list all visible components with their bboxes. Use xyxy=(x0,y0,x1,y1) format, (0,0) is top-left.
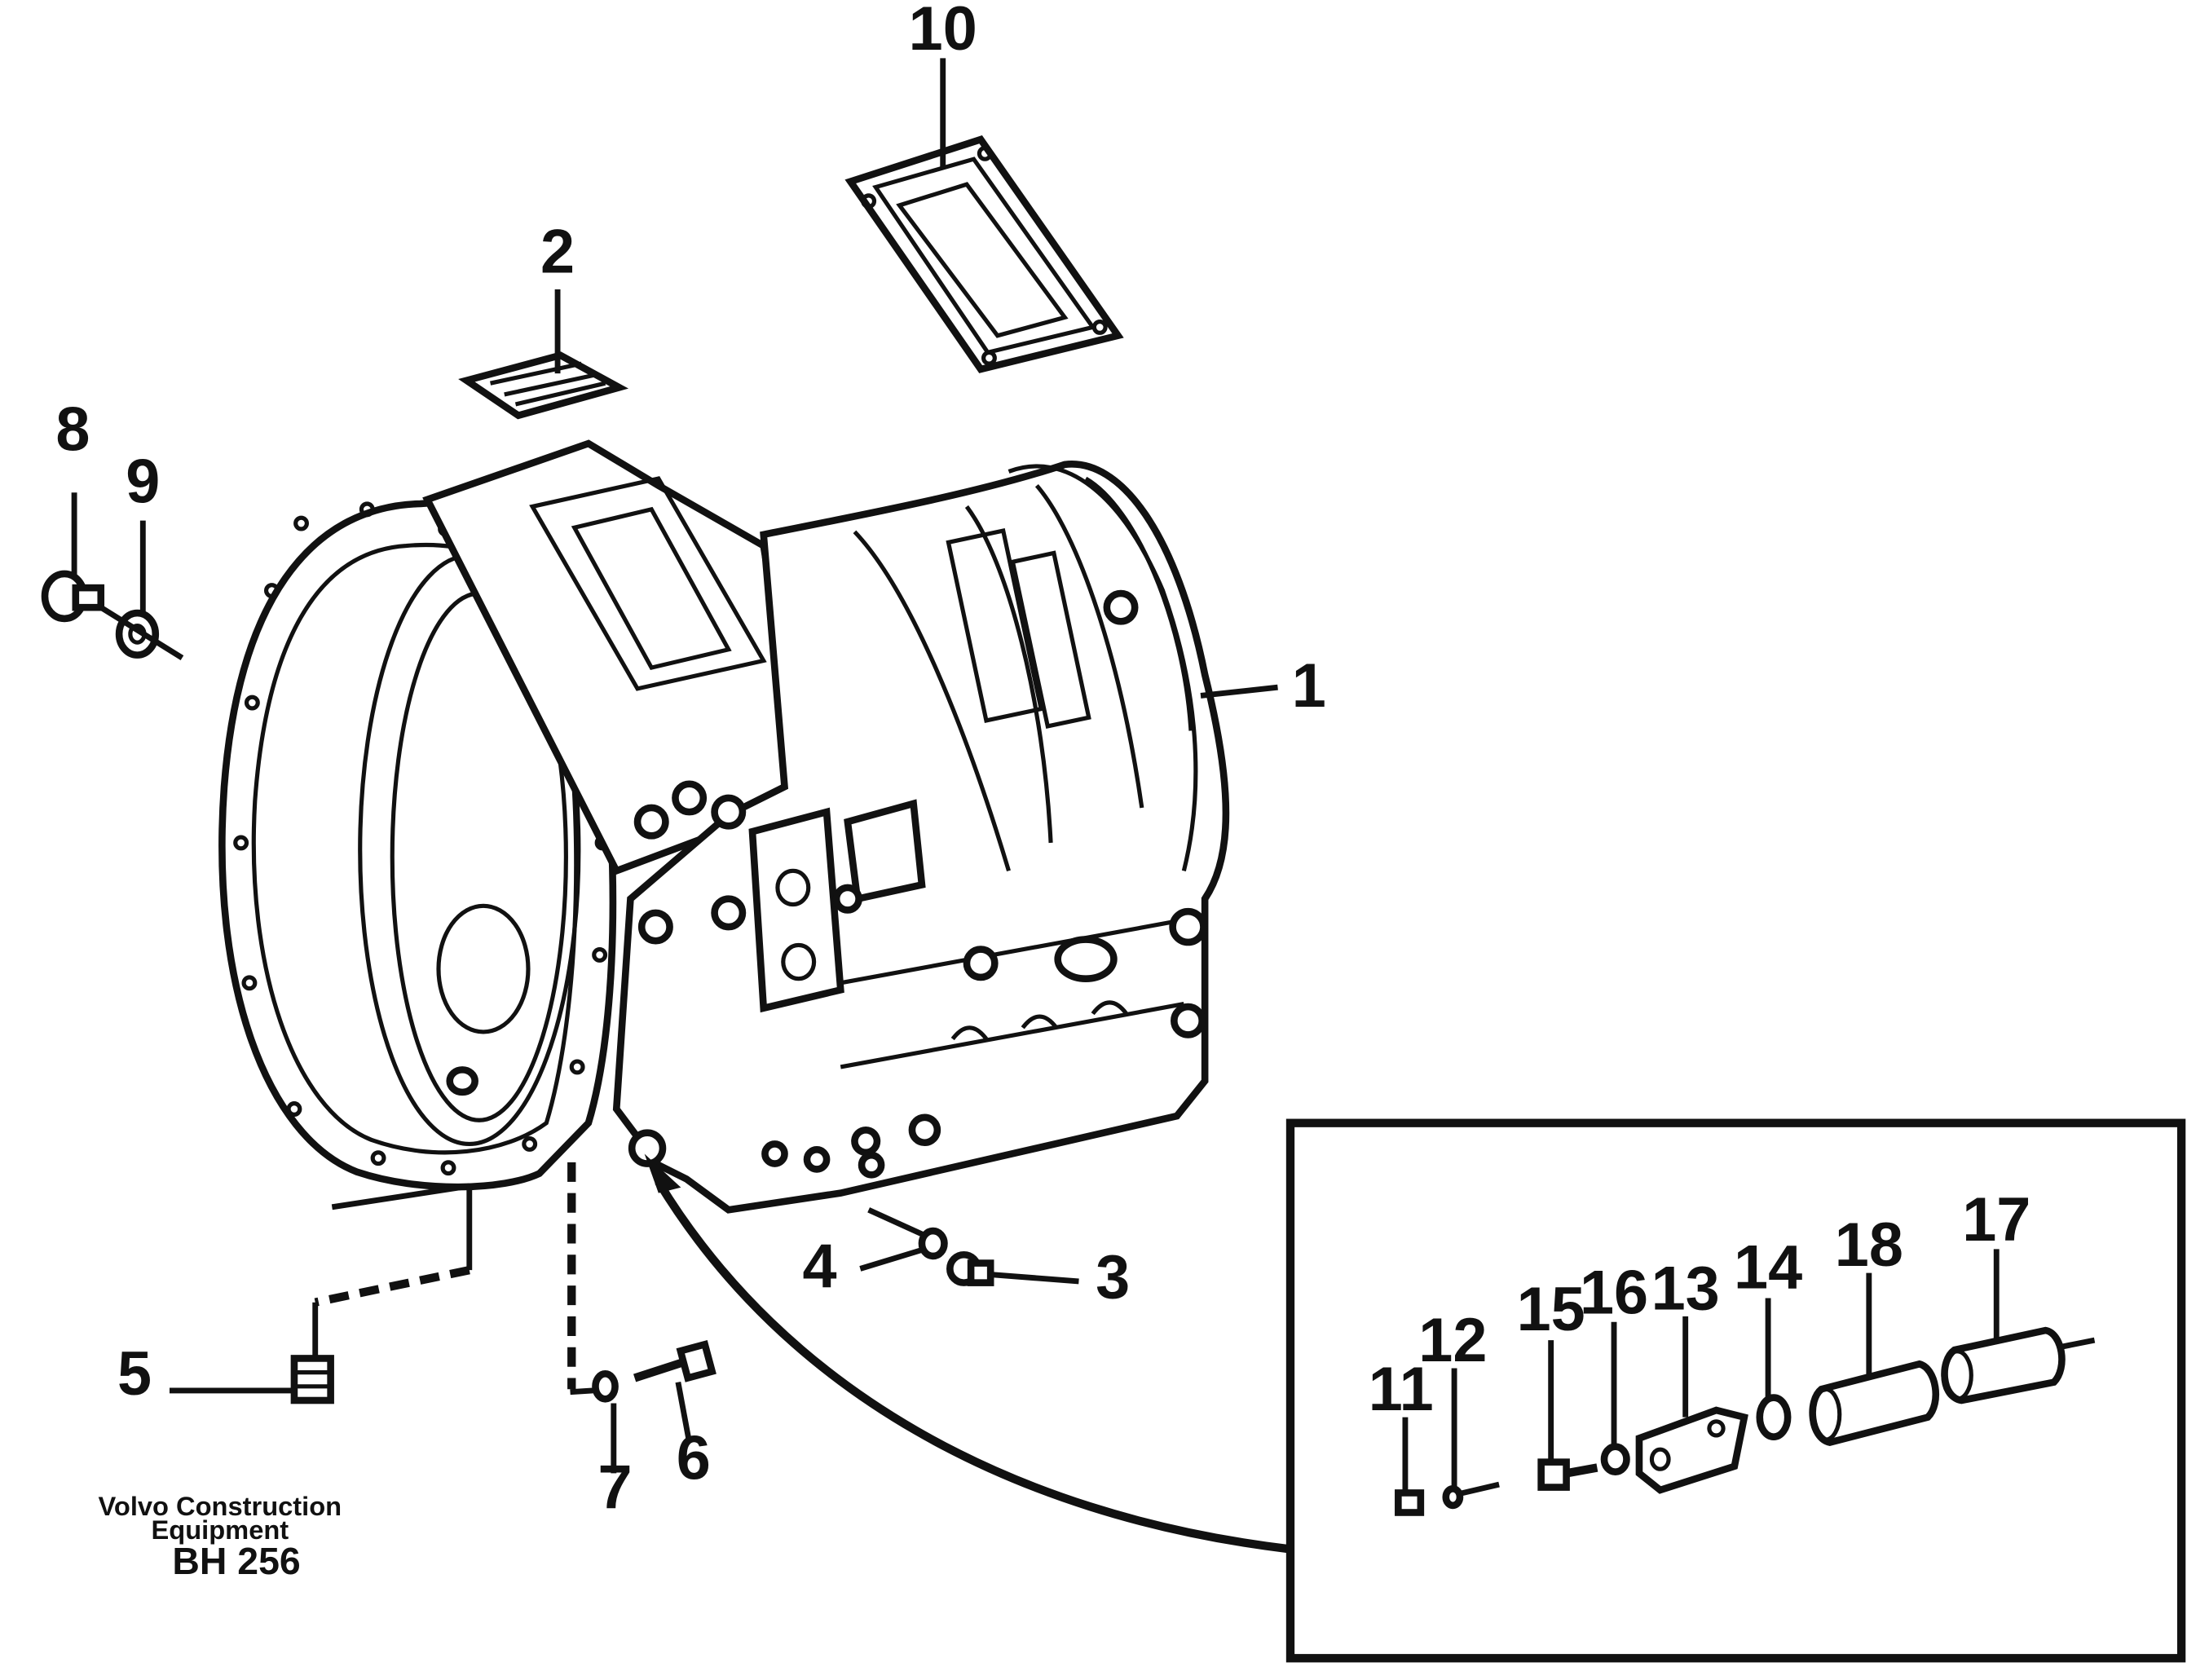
callout-2: 2 xyxy=(540,218,575,286)
callout-12: 12 xyxy=(1418,1307,1487,1375)
callout-labels: 1 2 3 4 5 6 7 8 9 10 11 12 13 14 15 16 1… xyxy=(55,0,2030,1522)
callout-4: 4 xyxy=(802,1232,836,1301)
plate-2 xyxy=(458,351,629,420)
washer-4 xyxy=(918,1227,948,1260)
washer-7 xyxy=(592,1370,619,1403)
callout-14: 14 xyxy=(1734,1234,1802,1303)
detail-parts xyxy=(1395,1249,2096,1516)
callout-5: 5 xyxy=(117,1340,152,1409)
callout-3: 3 xyxy=(1096,1244,1130,1312)
callout-15: 15 xyxy=(1517,1276,1585,1344)
callout-9: 9 xyxy=(126,448,160,516)
callout-11: 11 xyxy=(1369,1356,1434,1424)
callout-17: 17 xyxy=(1962,1186,2030,1254)
callout-10: 10 xyxy=(909,0,977,64)
callout-1: 1 xyxy=(1292,652,1326,721)
callout-7: 7 xyxy=(598,1453,633,1522)
caption: Volvo Construction Equipment BH 256 xyxy=(99,1491,342,1582)
caption-company: Volvo Construction xyxy=(99,1491,342,1521)
callout-6: 6 xyxy=(677,1424,711,1493)
plug-3 xyxy=(946,1250,994,1286)
detail-box xyxy=(1285,1118,2186,1663)
callout-18: 18 xyxy=(1835,1211,1903,1280)
cover-plate-10 xyxy=(844,135,1124,373)
bolt-6 xyxy=(633,1340,717,1382)
caption-code: BH 256 xyxy=(172,1540,300,1582)
leader-lines xyxy=(169,58,1278,1474)
callout-13: 13 xyxy=(1651,1254,1720,1323)
callout-16: 16 xyxy=(1580,1259,1648,1327)
detail-arrow xyxy=(655,1180,1290,1554)
plug-8 xyxy=(41,492,105,623)
washer-9 xyxy=(99,520,184,660)
detail-arrow-head xyxy=(644,1153,681,1193)
caption-company-line2: Equipment xyxy=(152,1515,289,1545)
callout-8: 8 xyxy=(55,396,90,465)
plug-5 xyxy=(290,1355,334,1404)
transmission-housing-1 xyxy=(218,439,1230,1214)
